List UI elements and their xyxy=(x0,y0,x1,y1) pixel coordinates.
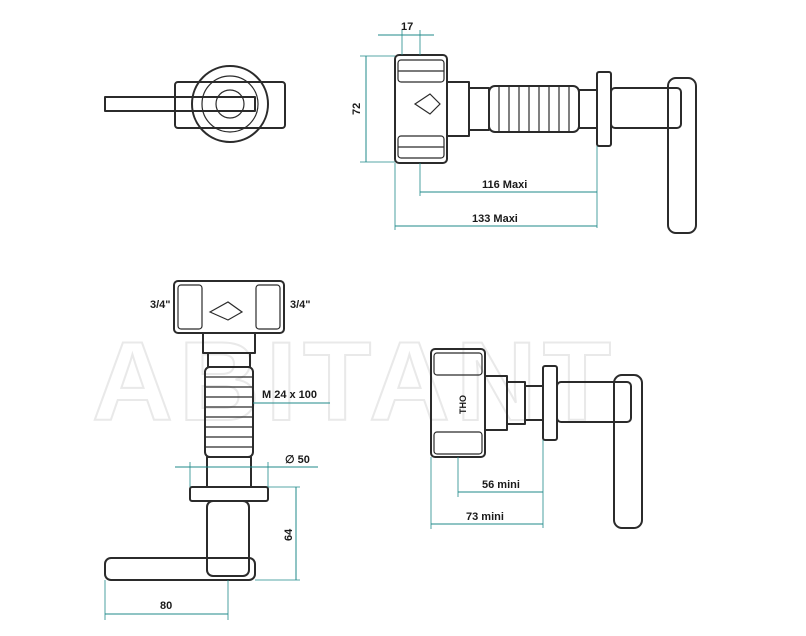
svg-text:73 mini: 73 mini xyxy=(466,511,504,523)
dim-dia50: ∅ 50 xyxy=(175,454,318,487)
lever xyxy=(667,77,697,234)
dim-72: 72 xyxy=(351,55,395,163)
stem-front xyxy=(206,456,252,488)
view-top-right: 17 72 116 Maxi 133 Maxi xyxy=(351,21,697,234)
svg-text:80: 80 xyxy=(160,600,172,612)
dim-64: 64 xyxy=(255,486,300,581)
dim-116: 116 Maxi xyxy=(419,146,598,228)
thread-label-right: 3/4" xyxy=(290,299,311,311)
svg-text:133 Maxi: 133 Maxi xyxy=(472,213,518,225)
view-bottom-left: 3/4" 3/4" M 24 x 100 ∅ 50 64 80 xyxy=(104,280,330,620)
svg-text:72: 72 xyxy=(351,103,363,115)
svg-text:M 24 x 100: M 24 x 100 xyxy=(262,389,317,401)
handle-shaft-min xyxy=(556,381,632,423)
rosette-sleeve xyxy=(578,89,598,129)
dim-80: 80 xyxy=(104,580,229,620)
view-top-left xyxy=(104,65,286,143)
thread-label-left: 3/4" xyxy=(150,299,171,311)
flange-circle xyxy=(191,65,269,143)
watermark: ABITANT xyxy=(92,319,617,444)
svg-text:∅ 50: ∅ 50 xyxy=(285,454,310,466)
dim-133: 133 Maxi xyxy=(394,163,597,230)
view-bottom-right: THO 56 mini 73 mini xyxy=(430,348,643,529)
spindle-circle xyxy=(215,89,245,119)
svg-text:17: 17 xyxy=(401,21,413,33)
dim-73: 73 mini xyxy=(430,457,543,529)
neck xyxy=(446,81,470,137)
handle-lever xyxy=(104,96,256,112)
svg-text:56 mini: 56 mini xyxy=(482,479,520,491)
rosette-front xyxy=(189,486,269,502)
lever-min xyxy=(613,374,643,529)
handle-shaft-front xyxy=(206,500,250,577)
svg-text:116 Maxi: 116 Maxi xyxy=(482,179,527,191)
handle-shaft xyxy=(610,87,682,129)
flange-inner xyxy=(201,75,259,133)
svg-text:64: 64 xyxy=(283,528,295,541)
rosette xyxy=(596,71,612,147)
lever-front xyxy=(104,557,256,581)
valve-body xyxy=(174,81,286,129)
dim-m24: M 24 x 100 xyxy=(253,389,330,404)
dim-56: 56 mini xyxy=(457,440,544,528)
corrugated-hose xyxy=(488,85,580,133)
sleeve xyxy=(468,87,490,131)
dim-17: 17 xyxy=(378,21,434,55)
tho-marking: THO xyxy=(458,395,468,414)
